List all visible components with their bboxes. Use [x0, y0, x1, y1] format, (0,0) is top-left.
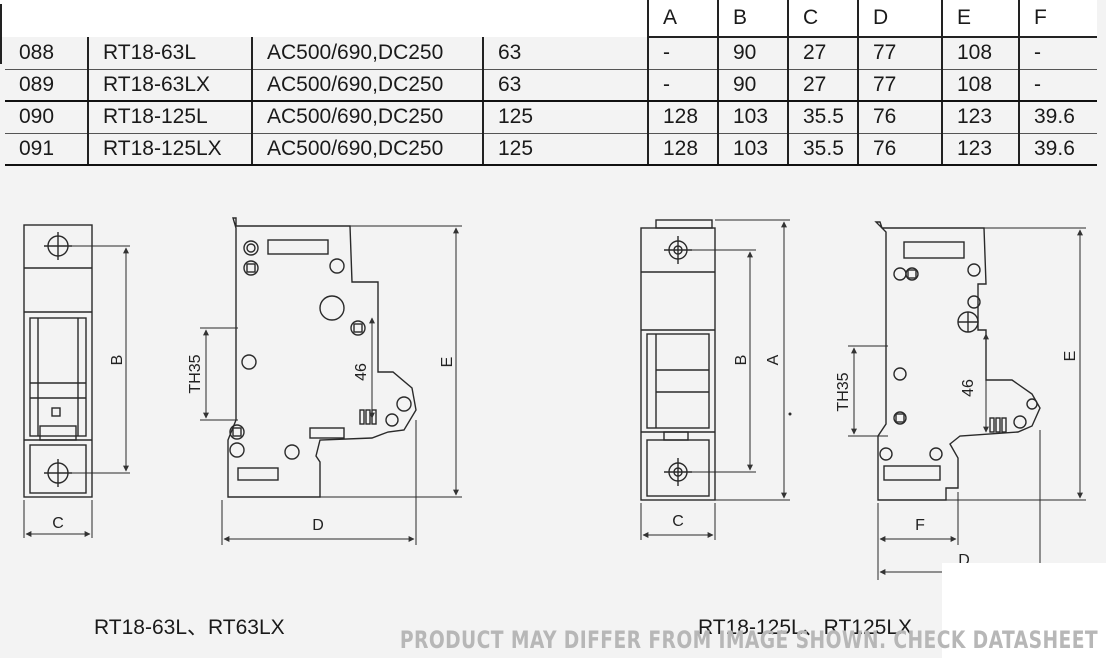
table-row: 091 RT18-125LX AC500/690,DC250 125 128 1… [5, 133, 1097, 166]
header-c: C [788, 0, 859, 38]
cell-d: 77 [858, 69, 943, 102]
cell-c: 35.5 [788, 133, 859, 166]
cell-voltage: AC500/690,DC250 [252, 69, 484, 102]
right-front-dim-lines [640, 219, 790, 540]
cell-voltage: AC500/690,DC250 [252, 133, 484, 166]
right-side-dim-lines [788, 227, 1086, 580]
edge-mark [0, 4, 2, 64]
header-e: E [942, 0, 1020, 38]
right-label-a: A [765, 354, 782, 365]
cell-e: 123 [942, 101, 1020, 134]
right-caption: RT18-125L、RT125LX [698, 616, 913, 639]
header-b: B [718, 0, 789, 38]
cell-b: 90 [718, 37, 789, 70]
cell-d: 77 [858, 37, 943, 70]
cell-a: 128 [648, 101, 719, 134]
spec-table: A B C D E F 088 RT18-63L AC500/690,DC250… [5, 0, 1097, 166]
cell-code: 090 [5, 101, 89, 134]
right-label-c: C [672, 513, 684, 530]
cell-current: 63 [483, 69, 649, 102]
left-label-th35: TH35 [187, 354, 204, 393]
header-a: A [647, 0, 719, 38]
cell-code: 089 [5, 69, 89, 102]
cell-e: 123 [942, 133, 1020, 166]
cell-model: RT18-63LX [88, 69, 253, 102]
header-f: F [1019, 0, 1097, 38]
left-label-d: D [312, 517, 324, 534]
left-label-b: B [109, 355, 126, 366]
right-label-d: D [958, 552, 970, 569]
cell-code: 088 [5, 37, 89, 70]
cell-f: - [1019, 69, 1097, 102]
left-label-46: 46 [353, 363, 370, 381]
left-label-e: E [439, 357, 456, 368]
cell-c: 27 [788, 37, 859, 70]
cell-model: RT18-125L [88, 101, 253, 134]
cell-b: 90 [718, 69, 789, 102]
cell-current: 125 [483, 133, 649, 166]
cell-d: 76 [858, 101, 943, 134]
cell-f: 39.6 [1019, 101, 1097, 134]
cell-b: 103 [718, 101, 789, 134]
watermark-text: PRODUCT MAY DIFFER FROM IMAGE SHOWN. CHE… [399, 626, 1098, 654]
cell-e: 108 [942, 37, 1020, 70]
table-header-row: A B C D E F [5, 0, 1097, 38]
left-side-view [227, 217, 417, 498]
cell-code: 091 [5, 133, 89, 166]
cell-voltage: AC500/690,DC250 [252, 101, 484, 134]
left-caption: RT18-63L、RT63LX [94, 616, 285, 639]
right-label-46: 46 [960, 379, 977, 397]
table-row: 090 RT18-125L AC500/690,DC250 125 128 10… [5, 101, 1097, 134]
left-label-c: C [52, 515, 64, 532]
right-label-th35: TH35 [835, 372, 852, 411]
right-label-f: F [915, 517, 925, 534]
cell-a: - [648, 37, 719, 70]
cell-e: 108 [942, 69, 1020, 102]
header-d: D [858, 0, 943, 38]
cell-c: 35.5 [788, 101, 859, 134]
right-side-view [874, 221, 1041, 501]
cell-a: - [648, 69, 719, 102]
right-front-view [640, 219, 716, 501]
cell-voltage: AC500/690,DC250 [252, 37, 484, 70]
table-row: 089 RT18-63LX AC500/690,DC250 63 - 90 27… [5, 69, 1097, 102]
white-patch [942, 563, 1106, 658]
cell-model: RT18-125LX [88, 133, 253, 166]
right-label-b: B [733, 355, 750, 366]
left-front-view [23, 224, 93, 498]
cell-f: 39.6 [1019, 133, 1097, 166]
table-header-background [0, 0, 648, 37]
cell-b: 103 [718, 133, 789, 166]
table-row: 088 RT18-63L AC500/690,DC250 63 - 90 27 … [5, 37, 1097, 70]
cell-model: RT18-63L [88, 37, 253, 70]
left-side-dim-lines [200, 225, 462, 545]
cell-current: 63 [483, 37, 649, 70]
right-label-e: E [1062, 351, 1079, 362]
cell-d: 76 [858, 133, 943, 166]
cell-f: - [1019, 37, 1097, 70]
cell-current: 125 [483, 101, 649, 134]
left-dim-lines [23, 245, 130, 538]
cell-a: 128 [648, 133, 719, 166]
cell-c: 27 [788, 69, 859, 102]
